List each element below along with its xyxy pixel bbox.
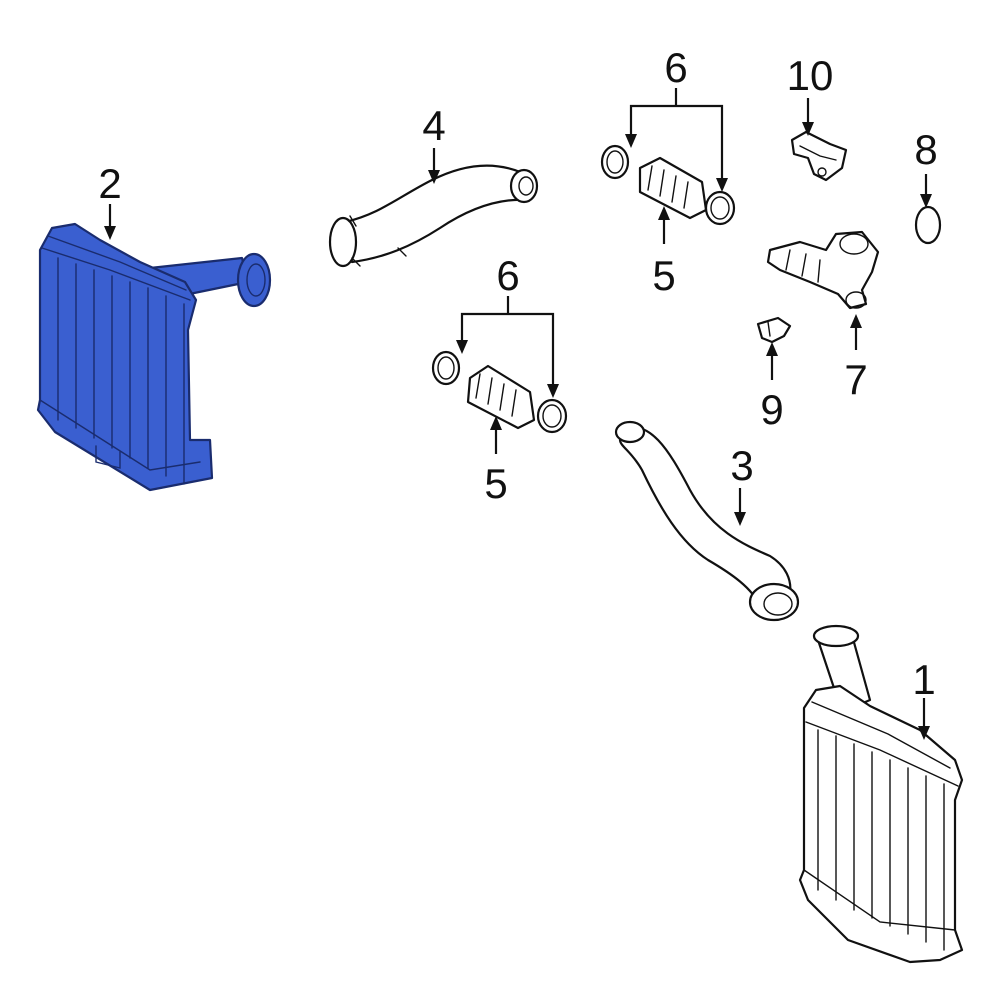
callout-1[interactable]: 1 — [912, 656, 935, 703]
part-10-sensor-bracket[interactable] — [790, 130, 848, 182]
part-7-body — [766, 230, 880, 310]
part-1-core — [798, 684, 964, 964]
part-4-clip — [349, 215, 407, 267]
part-2-outlet-opening — [246, 263, 266, 297]
part-7-end-top — [839, 233, 869, 255]
callout-10[interactable]: 10 — [787, 52, 834, 99]
callout-6-upper[interactable]: 6 — [664, 44, 687, 91]
part-3-end-lower — [748, 582, 800, 622]
part-4-end-inlet — [328, 216, 358, 268]
part-2-bracket — [95, 445, 121, 469]
part-2-bottom-tank — [39, 399, 201, 471]
part-3-end-lower-bore — [763, 592, 793, 616]
callout-5-lower[interactable]: 5 — [484, 460, 507, 507]
part-5-hose-lower-ribs — [475, 373, 517, 417]
part-7-ribs — [785, 249, 821, 283]
part-3-charge-pipe[interactable] — [614, 420, 800, 622]
part-8-o-ring[interactable] — [914, 205, 942, 245]
callout-labels: 1 2 3 4 5 5 6 6 7 8 9 10 — [98, 44, 937, 703]
part-3-end-upper — [614, 420, 646, 444]
part-1-fins — [817, 729, 945, 951]
callout-2[interactable]: 2 — [98, 160, 121, 207]
part-5-hose-lower[interactable] — [466, 364, 536, 430]
part-4-end-outlet — [509, 168, 539, 204]
callout-6-lower[interactable]: 6 — [496, 252, 519, 299]
part-2-core — [36, 222, 214, 492]
part-5-hose-upper[interactable] — [638, 156, 708, 220]
part-6-clamp-upper-right[interactable] — [704, 190, 736, 226]
part-4-end-outlet-bore — [518, 176, 534, 196]
part-6-clamp-upper-left[interactable] — [600, 144, 630, 180]
part-9-clip[interactable] — [756, 316, 792, 344]
callout-3[interactable]: 3 — [730, 442, 753, 489]
callout-5-upper[interactable]: 5 — [652, 252, 675, 299]
part-5-hose-lower-body — [466, 364, 536, 430]
part-1-inlet-flange — [812, 624, 860, 648]
part-6-clamp-lower-left[interactable] — [431, 350, 461, 386]
part-2-fins — [57, 257, 185, 485]
part-5-hose-upper-ribs — [647, 165, 689, 209]
callout-4[interactable]: 4 — [422, 102, 445, 149]
part-1-top-tank — [805, 701, 959, 787]
callout-8[interactable]: 8 — [914, 126, 937, 173]
part-2-top-tank — [41, 235, 191, 301]
part-7-connector-pipe[interactable] — [766, 230, 880, 310]
part-1-intercooler[interactable] — [798, 624, 964, 964]
part-4-charge-pipe[interactable] — [328, 164, 539, 268]
callout-7[interactable]: 7 — [844, 356, 867, 403]
part-4-body — [343, 164, 530, 264]
part-7-end-bottom — [845, 291, 867, 309]
part-2-intercooler-highlighted[interactable] — [36, 222, 272, 492]
part-6-clamp-lower-right[interactable] — [536, 398, 568, 434]
part-5-hose-upper-body — [638, 156, 708, 220]
part-3-body — [618, 425, 792, 608]
part-1-bottom-tank — [803, 869, 956, 931]
leader-lines — [104, 88, 932, 740]
callout-9[interactable]: 9 — [760, 386, 783, 433]
